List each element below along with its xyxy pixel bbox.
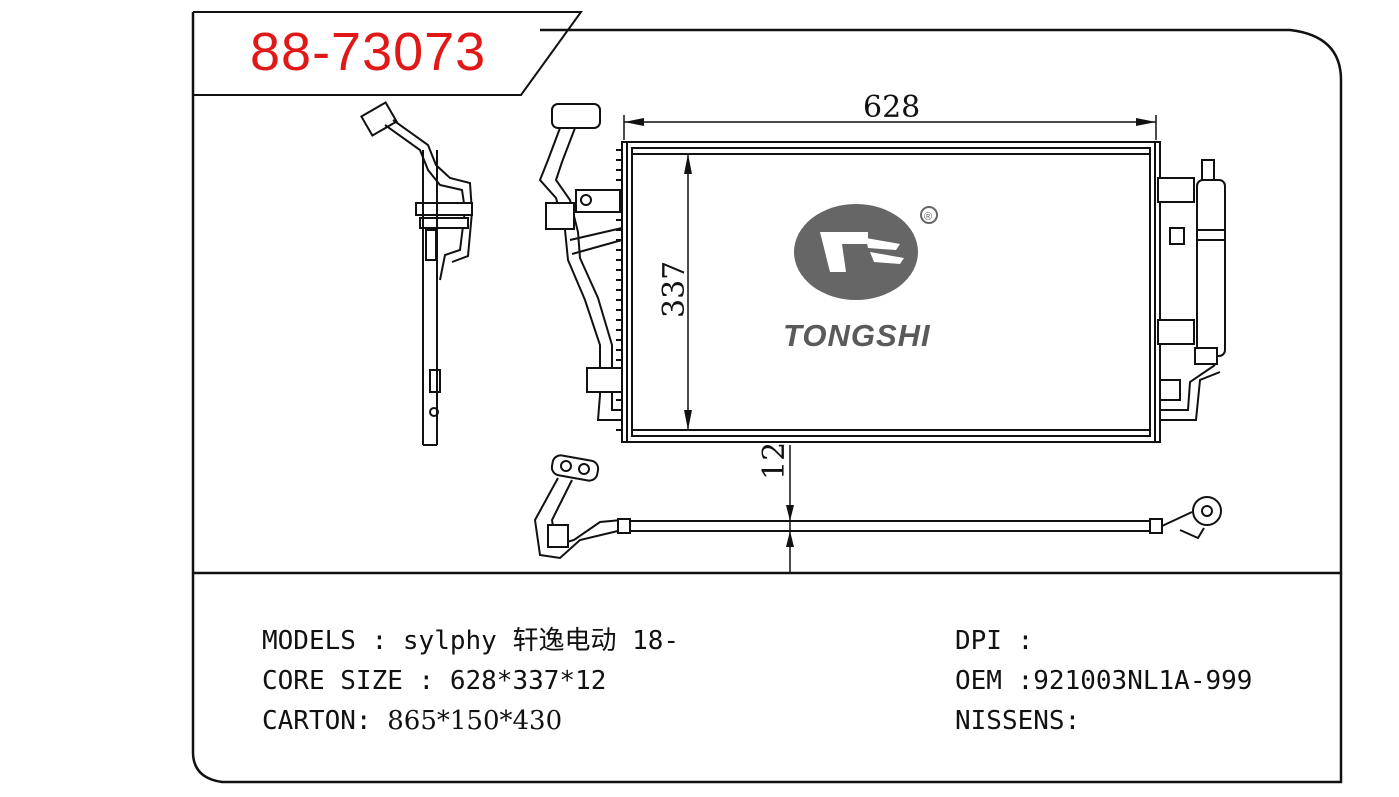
brand-name: TONGSHI xyxy=(783,318,931,353)
models-row: MODELS : sylphy 轩逸电动 18- xyxy=(262,624,679,658)
sheet-frame xyxy=(191,12,1343,784)
oem-label: OEM : xyxy=(955,666,1034,696)
models-label: MODELS : xyxy=(262,626,403,656)
core-size-value: 628*337*12 xyxy=(449,666,607,696)
bottom-view-drawing xyxy=(533,445,1222,572)
core-size-row: CORE SIZE : 628*337*12 xyxy=(262,664,606,698)
registered-mark: ® xyxy=(924,211,932,223)
dimension-height-label: 337 xyxy=(657,260,692,318)
part-number: 88-73073 xyxy=(250,22,487,82)
carton-label: CARTON: xyxy=(262,706,388,736)
core-size-label: CORE SIZE : xyxy=(262,666,450,696)
nissens-row: NISSENS: xyxy=(955,704,1080,738)
dpi-row: DPI : xyxy=(955,624,1033,658)
front-view-drawing xyxy=(538,103,1226,443)
models-value: sylphy 轩逸电动 18- xyxy=(402,626,680,656)
dimension-thickness-label: 12 xyxy=(757,441,792,480)
oem-row: OEM :921003NL1A-999 xyxy=(955,664,1252,698)
nissens-label: NISSENS: xyxy=(955,706,1081,736)
tongshi-logo-icon xyxy=(794,204,938,300)
side-view-drawing xyxy=(360,101,474,446)
title-tab xyxy=(193,11,583,96)
oem-value: 921003NL1A-999 xyxy=(1033,666,1253,696)
dimension-width-label: 628 xyxy=(863,90,921,125)
dpi-label: DPI : xyxy=(955,626,1034,656)
carton-row: CARTON: 865*150*430 xyxy=(262,704,562,738)
carton-value: 865*150*430 xyxy=(387,706,563,736)
